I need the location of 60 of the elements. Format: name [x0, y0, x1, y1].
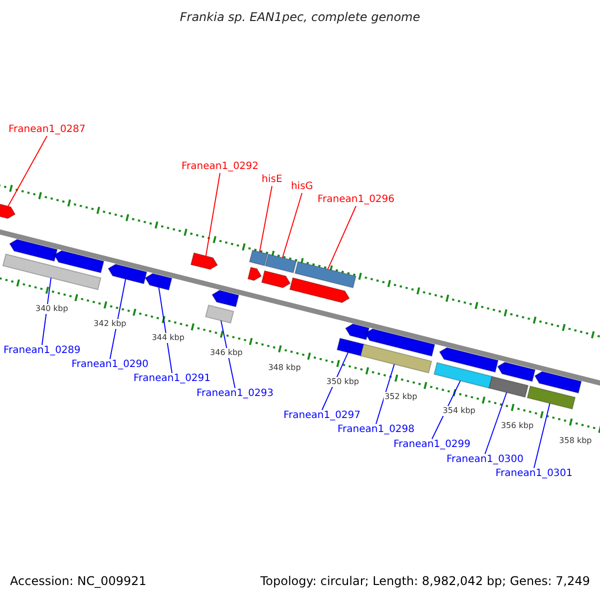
- leader-line: [8, 136, 48, 207]
- gene-bar: [360, 344, 432, 374]
- gene-label: Franean1_0289: [3, 345, 81, 357]
- scale-label: 356 kbp: [500, 421, 535, 432]
- gene-label: Franean1_0299: [393, 439, 471, 451]
- scale-label: 344 kbp: [150, 333, 186, 344]
- gene-label: Franean1_0290: [71, 359, 149, 371]
- gene-bar: [205, 304, 234, 324]
- gene-bar: [488, 376, 529, 398]
- scale-label: 354 kbp: [442, 406, 476, 416]
- leader-line: [110, 278, 126, 360]
- gene-block: [497, 362, 536, 382]
- gene-bar: [248, 250, 268, 266]
- gene-bar: [2, 254, 102, 290]
- scale-label: 342 kbp: [92, 318, 128, 329]
- gene-label: Franean1_0297: [283, 410, 361, 422]
- gene-bar: [434, 362, 493, 389]
- footer-text: Accession: NC_009921: [10, 574, 146, 588]
- gene-block: [108, 264, 148, 284]
- footer-text: Topology: circular; Length: 8,982,042 bp; Genes: 7,249: [260, 574, 590, 588]
- leader-line: [327, 206, 356, 270]
- gene-label: Franean1_0300: [446, 454, 524, 466]
- gene-bar: [264, 254, 297, 274]
- gene-label: Franean1_0287: [8, 124, 86, 136]
- gene-block: [438, 347, 499, 373]
- gene-block: [9, 238, 58, 262]
- gene-block: [212, 290, 240, 308]
- gene-label: Franean1_0293: [196, 388, 274, 400]
- leader-line: [259, 186, 272, 252]
- gene-block: [190, 252, 218, 270]
- gene-label: Franean1_0296: [317, 194, 395, 206]
- scale-label: 350 kbp: [325, 377, 360, 388]
- leader-line: [205, 172, 220, 256]
- chart-title: Frankia sp. EAN1pec, complete genome: [178, 10, 422, 24]
- gene-bar: [336, 338, 365, 356]
- scale-label: 352 kbp: [384, 392, 418, 402]
- gene-block: [344, 323, 370, 340]
- gene-label: Franean1_0292: [181, 161, 259, 173]
- gene-block: [0, 202, 16, 220]
- gene-block: [144, 272, 172, 291]
- scale-label: 340 kbp: [34, 304, 70, 314]
- gene-block: [54, 250, 104, 274]
- gene-label: Franean1_0291: [133, 373, 211, 385]
- gene-label: Franean1_0298: [337, 424, 415, 436]
- gene-block: [247, 266, 262, 282]
- gene-label: Franean1_0301: [495, 468, 573, 480]
- scale-label: 346 kbp: [209, 348, 244, 358]
- gene-block: [534, 370, 582, 394]
- gene-block: [289, 277, 350, 304]
- gene-label: hisE: [262, 174, 282, 186]
- gene-label: hisG: [290, 181, 314, 193]
- leader-line: [484, 392, 508, 454]
- leader-line: [158, 286, 172, 374]
- gene-bar: [526, 386, 576, 410]
- leader-line: [376, 364, 395, 424]
- leader-line: [282, 192, 302, 258]
- scale-label: 348 kbp: [267, 362, 302, 373]
- scale-label: 358 kbp: [558, 436, 593, 446]
- gene-bar: [294, 261, 356, 288]
- leader-line: [534, 402, 550, 468]
